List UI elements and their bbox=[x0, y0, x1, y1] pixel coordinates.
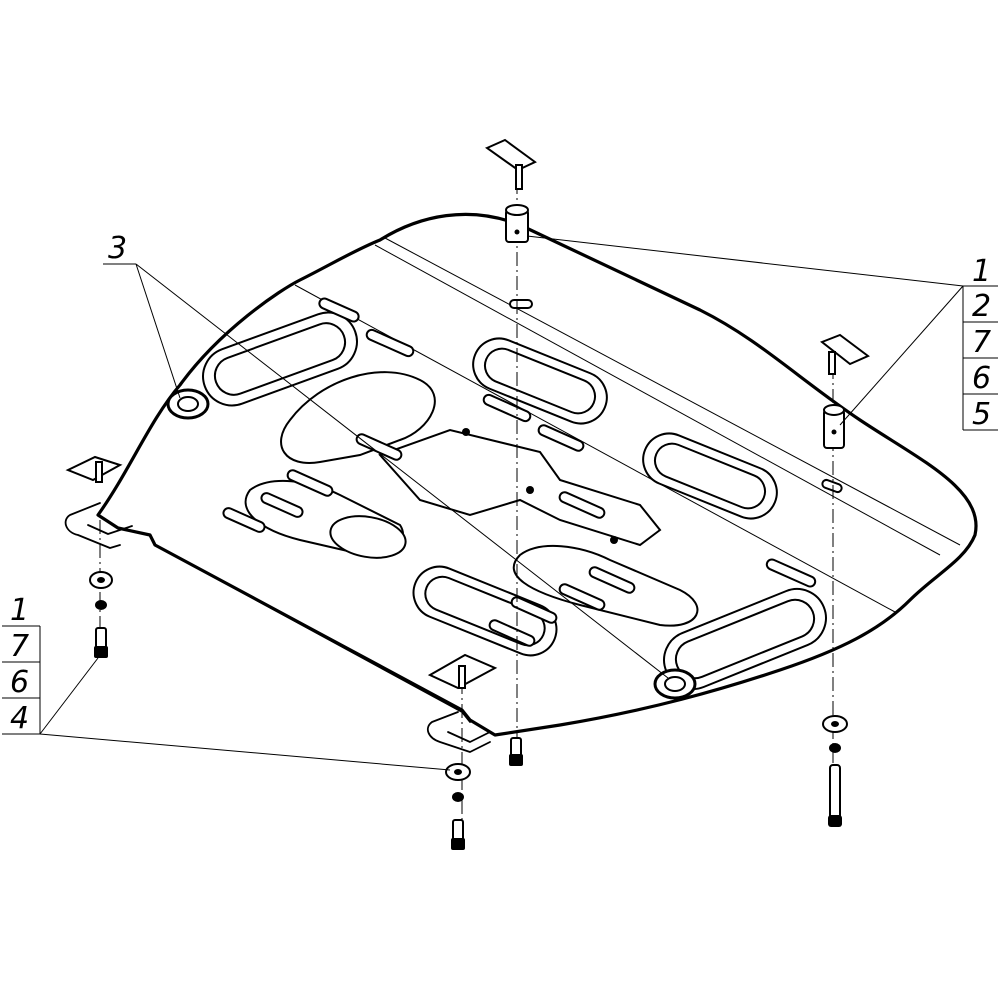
callout-left-4: 4 bbox=[10, 701, 29, 736]
callout-stack-left: 1 7 6 4 bbox=[2, 593, 41, 736]
callout-right-1: 1 bbox=[972, 254, 991, 289]
boss-right bbox=[653, 668, 697, 700]
callout-left-1: 1 bbox=[10, 593, 29, 628]
front-left-tab bbox=[64, 502, 133, 549]
callout-right-2: 2 bbox=[972, 289, 991, 324]
t-bracket-icon bbox=[65, 455, 123, 483]
washer-icon bbox=[89, 571, 113, 610]
callout-left-2: 7 bbox=[10, 629, 29, 664]
boss-left bbox=[166, 388, 210, 420]
stamped-slots bbox=[222, 297, 843, 647]
callout-left-3: 6 bbox=[10, 665, 29, 700]
spacer-sleeve-icon bbox=[823, 404, 845, 449]
spacer-sleeve-icon bbox=[505, 204, 529, 243]
mounting-holes bbox=[462, 428, 618, 544]
t-bracket-icon bbox=[820, 333, 870, 375]
bolt-icon bbox=[509, 737, 523, 766]
callout-3: 3 bbox=[108, 231, 127, 266]
embossed-ribs bbox=[202, 311, 827, 690]
washer-icon bbox=[445, 763, 471, 802]
t-bracket-icon bbox=[484, 138, 537, 190]
washer-icon bbox=[822, 715, 848, 753]
front-right-tab bbox=[426, 711, 491, 753]
bolt-icon bbox=[828, 764, 842, 827]
callout-stack-right: 1 2 7 6 5 bbox=[962, 254, 998, 432]
callout-right-5: 5 bbox=[972, 397, 991, 432]
bolt-icon bbox=[451, 819, 465, 850]
leader-lines bbox=[39, 235, 998, 771]
callout-right-3: 7 bbox=[972, 325, 991, 360]
callout-right-4: 6 bbox=[972, 361, 991, 396]
t-bracket-icon bbox=[427, 653, 498, 690]
bolt-icon bbox=[94, 627, 108, 658]
